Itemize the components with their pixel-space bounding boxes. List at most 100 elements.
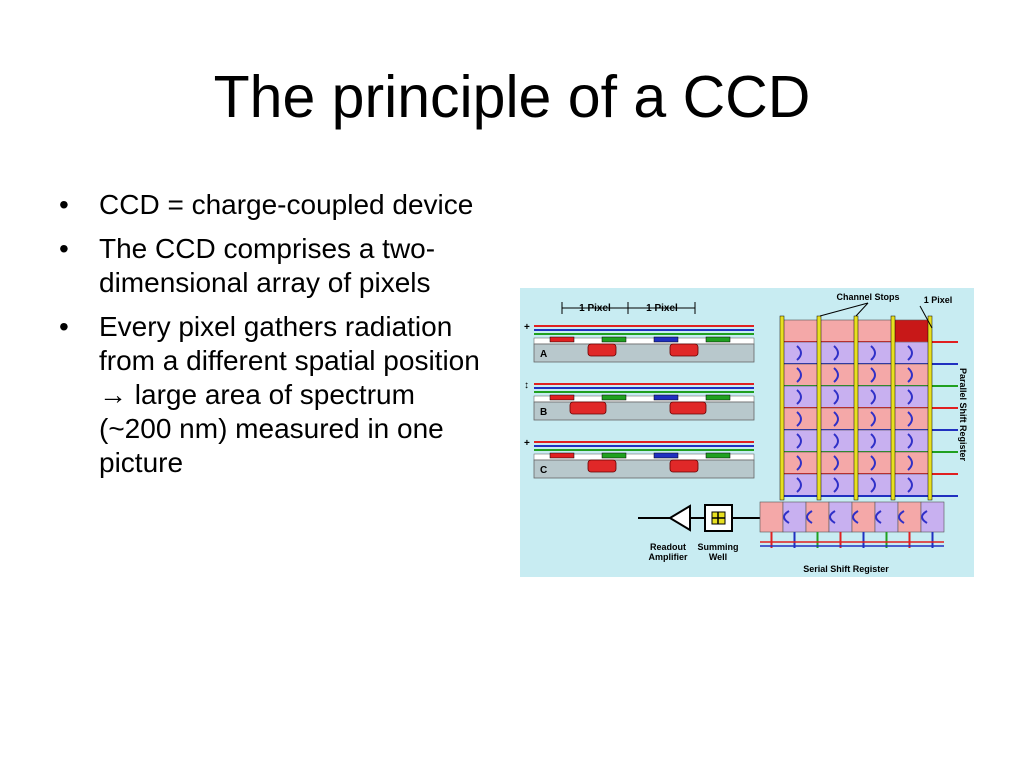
bullet-item: •The CCD comprises a two-dimensional arr… [55,232,485,300]
transfer-arrow [870,455,876,471]
readout-label: Amplifier [648,552,688,562]
transfer-arrow [796,477,802,493]
polarity-mark: + [524,438,530,449]
readout-section: Readout Amplifier Summing Well [638,504,760,562]
channel-stop [779,315,785,501]
bullet-glyph: • [59,311,69,342]
pixel-array [779,302,958,501]
gate-electrode [705,336,731,343]
one-pixel-label: 1 Pixel [924,295,953,305]
serial-arrow [783,510,790,524]
transfer-arrow [833,455,839,471]
bullet-item: •Every pixel gathers radiation from a di… [55,310,485,480]
serial-cell [920,501,945,533]
transfer-arrow [796,433,802,449]
summing-label: Summing [697,542,738,552]
serial-register [759,501,945,548]
clock-stages: +A↕B+C [524,322,755,479]
channel-stop [890,315,896,501]
transfer-arrow [833,477,839,493]
charge-packet [669,343,699,357]
gate-electrode [601,336,627,343]
pixel-label: 1 Pixel [579,303,611,314]
bullet-text: CCD = charge-coupled device [99,189,474,220]
readout-label: Readout [650,542,686,552]
channel-stop [853,315,859,501]
slide-title: The principle of a CCD [213,64,811,130]
pixel-cell [818,319,857,343]
transfer-arrow [907,455,913,471]
bullet-glyph: • [59,233,69,264]
gate-electrode [549,452,575,459]
silicon-substrate [533,459,755,479]
transfer-arrow [833,433,839,449]
pixel-cell [855,319,894,343]
transfer-arrow [907,477,913,493]
clock-stage: +C [524,438,755,479]
transfer-arrow [796,367,802,383]
polarity-mark: + [524,322,530,333]
transfer-arrow [907,411,913,427]
gate-electrode [653,394,679,401]
leader-line [855,302,869,317]
ccd-diagram-svg: 1 Pixel 1 Pixel +A↕B+C Channel Stops 1 P… [520,288,974,577]
parallel-register-label: Parallel Shift Register [958,368,968,462]
gate-electrode [705,394,731,401]
transfer-arrow [796,455,802,471]
transfer-arrow [907,433,913,449]
transfer-arrow [833,367,839,383]
serial-arrow [898,510,905,524]
charge-packet [669,459,699,473]
transfer-arrow [870,389,876,405]
serial-register-label: Serial Shift Register [803,564,889,574]
pixel-label: 1 Pixel [646,303,678,314]
bullet-item: •CCD = charge-coupled device [55,188,485,222]
stage-label: A [540,349,547,360]
charge-packet [669,401,707,415]
transfer-arrow [796,389,802,405]
charge-packet [587,343,617,357]
serial-cell [851,501,876,533]
gate-electrode [653,452,679,459]
clock-stage: +A [524,322,755,363]
gate-electrode [549,394,575,401]
transfer-arrow [870,477,876,493]
serial-cell [828,501,853,533]
transfer-arrow [907,389,913,405]
serial-cell [897,501,922,533]
transfer-arrow [870,367,876,383]
gate-electrode [601,452,627,459]
stage-label: B [540,407,547,418]
pixel-cell [892,319,931,343]
transfer-arrow [833,345,839,361]
transfer-arrow [870,411,876,427]
pixel-cell [781,319,820,343]
pixel-dimension: 1 Pixel 1 Pixel [561,302,696,314]
silicon-substrate [533,343,755,363]
transfer-arrow [907,367,913,383]
transfer-arrow [796,411,802,427]
ccd-diagram: 1 Pixel 1 Pixel +A↕B+C Channel Stops 1 P… [520,288,974,577]
charge-packet [587,459,617,473]
gate-electrode [705,452,731,459]
silicon-substrate [533,401,755,421]
gate-electrode [601,394,627,401]
serial-cell [759,501,784,533]
bullet-list: •CCD = charge-coupled device •The CCD co… [55,188,485,490]
clock-stage: ↕B [524,380,755,421]
polarity-mark: ↕ [524,380,529,391]
channel-stops-label: Channel Stops [836,292,899,302]
transfer-arrow [833,411,839,427]
channel-stop [927,315,933,501]
summing-label: Well [709,552,727,562]
serial-arrow [852,510,859,524]
leader-line [919,305,933,329]
channel-stop [816,315,822,501]
transfer-arrow [870,433,876,449]
serial-arrow [806,510,813,524]
charge-packet [569,401,607,415]
serial-arrow [875,510,882,524]
gate-electrode [549,336,575,343]
transfer-arrow [833,389,839,405]
serial-arrow [921,510,928,524]
